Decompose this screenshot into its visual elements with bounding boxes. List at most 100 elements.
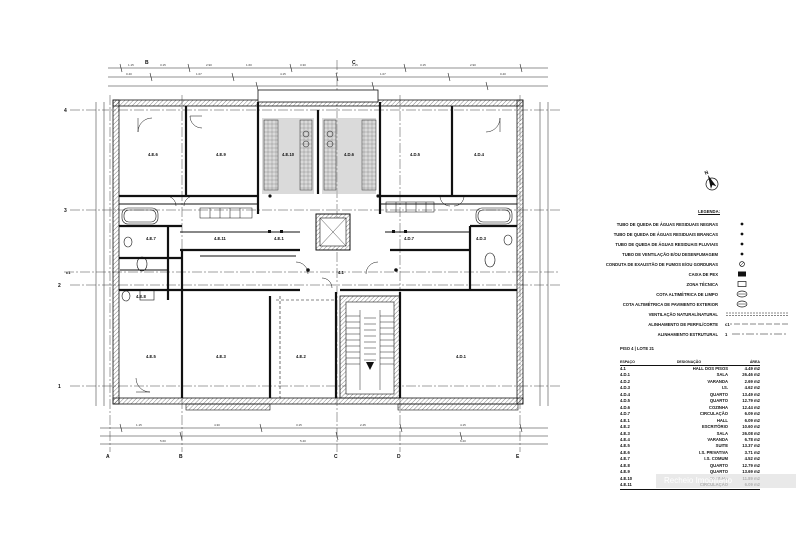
grid-labels: 4 3 2 1 c1 A B C D E B C [58, 60, 520, 460]
legend-item-label: COTA ALTIMÉTRICA DE LIMPO [656, 291, 718, 297]
cell-designation: VARANDA [707, 378, 728, 384]
svg-text:1.07: 1.07 [380, 72, 386, 76]
legend-title: LEGENDA: [698, 209, 720, 214]
cell-space: 4.D.2 [620, 378, 631, 384]
legend-item-label: TUBO DE VENTILAÇÃO E/OU DESENFUMAGEM [622, 251, 718, 257]
cell-area: 26.46 m2 [742, 372, 760, 378]
legend-item: COTA ALTIMÉTRICA DE LIMPO [590, 289, 790, 299]
technical-dots [268, 194, 407, 272]
cell-area: 4.49 m2 [744, 366, 760, 371]
stair-core [339, 295, 401, 399]
grid-label-top-b: B [145, 60, 149, 66]
legend-symbol-circle-icon [724, 260, 790, 268]
wardrobes [199, 201, 435, 219]
cell-designation: HALL [716, 417, 728, 423]
legend-symbol-dot-icon [724, 240, 790, 248]
legend-symbol-text: c1 [725, 321, 730, 327]
cell-designation: CIRCULAÇÃO [699, 411, 728, 417]
legend-symbol-rect-icon [724, 280, 790, 288]
room-label-4e7: 4.E.7 [146, 236, 156, 241]
cell-area: 6.09 m2 [744, 417, 760, 423]
elevator-shaft [315, 213, 351, 251]
svg-text:3.30: 3.30 [300, 63, 306, 67]
cell-space: 4.E.9 [620, 469, 630, 475]
svg-text:0.40: 0.40 [126, 72, 132, 76]
room-label-4e11: 4.E.11 [214, 236, 227, 241]
cell-designation: QUARTO [709, 462, 728, 468]
svg-text:1.15: 1.15 [128, 63, 134, 67]
legend-symbol-text: 1 [725, 331, 728, 337]
cell-designation: ESCRITÓRIO [701, 424, 728, 430]
cell-area: 12.79 m2 [742, 462, 760, 468]
legend-item-label: TUBO DE QUEDA DE ÁGUAS RESIDUAIS PLUVIAI… [615, 241, 718, 247]
legend-item: COTA ALTIMÉTRICA DE PAVIMENTO EXTERIOR [590, 299, 790, 309]
grid-label-b: B [179, 454, 183, 460]
cell-space: 4.D.6 [620, 404, 631, 410]
legend-item: TUBO DE QUEDA DE ÁGUAS RESIDUAIS BRANCAS [590, 229, 790, 239]
grid-label-a: A [106, 454, 110, 460]
cell-space: 4.E.6 [620, 449, 630, 455]
cell-area: 3.71 m2 [744, 449, 760, 455]
column-header-designation: DESIGNAÇÃO [650, 360, 728, 366]
grid-label-c1: c1 [66, 270, 71, 275]
room-label-4d7: 4.D.7 [404, 236, 415, 241]
cell-designation: VARANDA [707, 436, 728, 442]
cell-space: 4.E.11 [620, 482, 650, 490]
legend-item: ALINHAMENTO ESTRUTURAL 1 [590, 329, 790, 339]
legend-item-label: VENTILAÇÃO NATURAL/NATURAL [648, 311, 718, 317]
cell-area: 6.78 m2 [744, 436, 760, 442]
legend-symbol-text-icon: c1 [724, 320, 790, 328]
interior-thin-walls [119, 203, 517, 271]
legend-symbol-dashdot-icon: 1 [724, 330, 790, 338]
cell-space: 4.E.3 [620, 430, 630, 436]
area-schedule-heading: PISO 4 | LOTE 21 [620, 346, 654, 351]
kitchen-zones [262, 118, 377, 194]
svg-text:0.40: 0.40 [500, 72, 506, 76]
legend-item: TUBO DE QUEDA DE ÁGUAS RESIDUAIS NEGRAS [590, 219, 790, 229]
table-row: 4.E.4 VARANDA 6.78 m2 [620, 437, 760, 443]
room-label-4e6: 4.E.6 [148, 152, 158, 157]
cell-area: 6.09 m2 [744, 411, 760, 417]
cell-space: 4.D.3 [620, 385, 631, 391]
cell-area: 4.52 m2 [744, 456, 760, 462]
svg-text:1.07: 1.07 [196, 72, 202, 76]
grid-label-c: C [334, 454, 338, 460]
grid-label-d: D [397, 454, 401, 460]
table-row: 4.E.6 I.S. PRIVATIVA 3.71 m2 [620, 450, 760, 456]
legend-item: CONDUTA DE EXAUSTÃO DE FUMOS E/OU GORDUR… [590, 259, 790, 269]
room-label-4d6: 4.D.6 [344, 152, 355, 157]
room-label-4e8: 4.E.8 [136, 294, 146, 299]
cell-designation: SALA [716, 372, 728, 378]
legend-symbol-dot-icon [724, 230, 790, 238]
svg-text:2.15: 2.15 [352, 63, 358, 67]
svg-text:2.90: 2.90 [206, 63, 212, 67]
legend-item: ZONA TÉCNICA [590, 279, 790, 289]
grid-label-e: E [516, 454, 520, 460]
cell-designation: I.S. PRIVATIVA [699, 449, 728, 455]
cell-space: 4.E.4 [620, 436, 630, 442]
cell-space: 4.E.2 [620, 424, 630, 430]
cell-area: 13.69 m2 [742, 469, 760, 475]
cell-area: 2.69 m2 [744, 378, 760, 384]
legend-symbol-box-icon [724, 270, 790, 278]
cell-area: 12.44 m2 [742, 404, 760, 410]
cell-space: 4.E.8 [620, 462, 630, 468]
column-header-area: ÁREA [728, 360, 760, 366]
cell-designation: QUARTO [709, 469, 728, 475]
cell-space: 4.D.4 [620, 391, 631, 397]
legend-item-label: ALINHAMENTO ESTRUTURAL [657, 331, 718, 337]
table-row: 4.D.7 CIRCULAÇÃO 6.09 m2 [620, 411, 760, 417]
cell-designation: COZINHA [708, 404, 728, 410]
cell-space: 4.D.7 [620, 411, 631, 417]
cell-area: 10.60 m2 [742, 424, 760, 430]
room-label-4e9: 4.E.9 [216, 152, 226, 157]
legend-item-label: TUBO DE QUEDA DE ÁGUAS RESIDUAIS NEGRAS [616, 221, 718, 227]
svg-text:6.20: 6.20 [460, 439, 466, 443]
table-row: 4.D.2 VARANDA 2.69 m2 [620, 379, 760, 385]
table-row: 4.E.8 QUARTO 12.79 m2 [620, 463, 760, 469]
